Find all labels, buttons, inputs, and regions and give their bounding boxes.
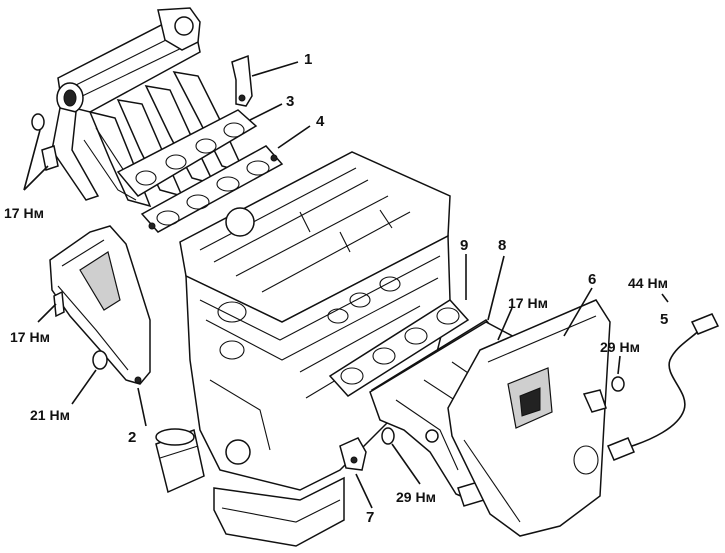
cover-bolt: [53, 290, 65, 318]
torque-shield-bolt: 29 Нм: [600, 339, 640, 355]
manifold-nut-29: [381, 427, 395, 445]
torque-o2-sensor: 44 Нм: [628, 275, 668, 291]
callout-6: 6: [588, 271, 596, 288]
callout-7: 7: [366, 509, 374, 526]
intake-gasket-4: [140, 145, 284, 233]
bracket-7: [339, 437, 367, 471]
torque-cover-nut: 21 Нм: [30, 407, 70, 423]
leader-lines: [23, 61, 669, 509]
callout-5: 5: [660, 311, 668, 328]
torque-cover-bolt: 17 Нм: [10, 329, 50, 345]
callout-9: 9: [460, 237, 468, 254]
heat-shield: [447, 299, 611, 537]
callout-3: 3: [286, 93, 294, 110]
bracket-1: [231, 54, 253, 107]
callout-2: 2: [128, 429, 136, 446]
callout-8: 8: [498, 237, 506, 254]
callout-4: 4: [316, 113, 325, 130]
shield-bolt-29: [611, 376, 625, 392]
torque-manifold-nut: 17 Нм: [508, 295, 548, 311]
cover-nut: [92, 350, 108, 370]
torque-intake-bolts: 17 Нм: [4, 205, 44, 221]
timing-belt-cover: [49, 225, 151, 385]
torque-bracket-nut: 29 Нм: [396, 489, 436, 505]
exhaust-gasket-9: [328, 299, 470, 397]
intake-bolt-upper: [31, 113, 45, 131]
engine-block: [155, 151, 451, 547]
callout-1: 1: [304, 51, 312, 68]
oxygen-sensor: [607, 313, 720, 461]
intake-gasket-3: [116, 109, 258, 197]
intake-bolt-lower: [41, 145, 59, 171]
